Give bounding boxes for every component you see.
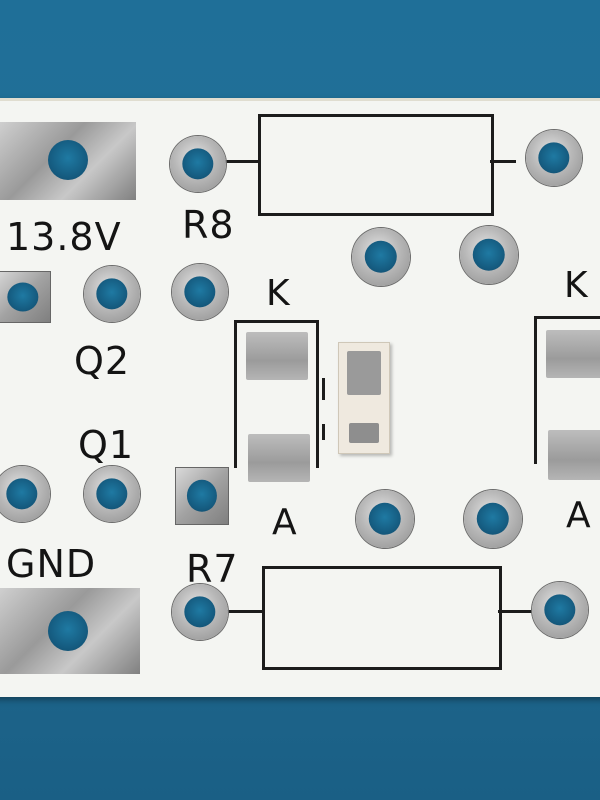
r8-resistor-outline xyxy=(258,114,494,216)
r8-left-pad xyxy=(170,136,226,192)
led-center-mark-2 xyxy=(322,424,325,440)
r7-resistor-outline xyxy=(262,566,502,670)
q1-pad-1 xyxy=(0,466,50,522)
led-right-cathode-pad xyxy=(546,330,600,378)
gnd-label: GND xyxy=(6,542,97,586)
led-left-outline-left xyxy=(234,320,237,468)
led-left-outline-top xyxy=(234,320,318,323)
led-left-outline-right xyxy=(316,320,319,468)
a-right-label: A xyxy=(566,495,592,536)
smd-led-component xyxy=(338,342,390,454)
r7-right-pad xyxy=(532,582,588,638)
led-right-outline-left xyxy=(534,316,537,464)
r8-right-lead xyxy=(490,160,516,163)
led-via-left xyxy=(352,228,410,286)
r7-left-pad xyxy=(172,584,228,640)
q2-pad-2 xyxy=(84,266,140,322)
a-left-label: A xyxy=(272,502,298,543)
q2-pad-1-square xyxy=(0,272,50,322)
ground-mount-hole xyxy=(48,611,88,651)
ground-mount-pad xyxy=(0,588,140,674)
q1-pad-2 xyxy=(84,466,140,522)
led-right-anode-pad xyxy=(548,430,600,480)
r7-right-lead xyxy=(498,610,532,613)
q1-label: Q1 xyxy=(78,423,135,467)
r8-label: R8 xyxy=(182,203,235,247)
r7-left-lead xyxy=(226,610,264,613)
power-mount-hole xyxy=(48,140,88,180)
q2-label: Q2 xyxy=(74,339,131,383)
anode-via-left xyxy=(356,490,414,548)
r8-right-pad xyxy=(526,130,582,186)
q1-pad-3-square xyxy=(176,468,228,524)
led-bottom-contact xyxy=(349,423,379,443)
led-left-cathode-pad xyxy=(246,332,308,380)
led-center-mark xyxy=(322,378,325,400)
voltage-label: 13.8V xyxy=(6,215,122,259)
r7-label: R7 xyxy=(186,547,239,591)
led-top-contact xyxy=(347,351,381,395)
q2-pad-3 xyxy=(172,264,228,320)
power-mount-pad xyxy=(0,122,136,200)
r8-left-lead xyxy=(224,160,260,163)
anode-via-right xyxy=(464,490,522,548)
k-right-label: K xyxy=(564,265,589,306)
led-via-right xyxy=(460,226,518,284)
led-right-outline-top xyxy=(534,316,600,319)
k-left-label: K xyxy=(266,273,291,314)
led-left-anode-pad xyxy=(248,434,310,482)
